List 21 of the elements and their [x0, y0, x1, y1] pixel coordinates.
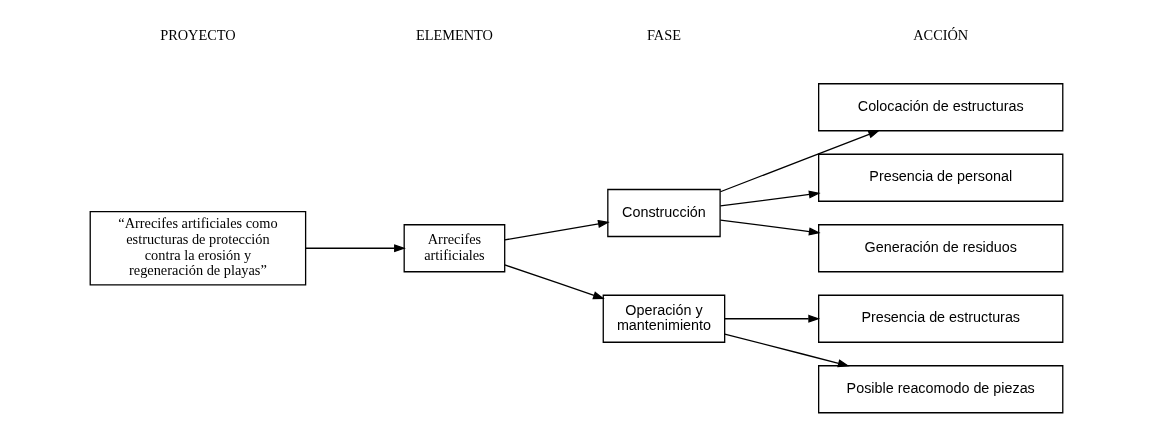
arrow	[724, 314, 821, 323]
node-box: Colocación de estructuras	[818, 83, 1064, 132]
node-box: Generación de residuos	[818, 224, 1064, 273]
node-box: “Arrecifes artificiales como estructuras de protección contra la erosión y regeneración de playas”	[89, 211, 307, 286]
arrow	[504, 219, 610, 241]
node-box: Construcción	[607, 188, 721, 238]
node-box: Presencia de personal	[818, 153, 1064, 202]
node-box: Posible reacomodo de piezas	[818, 365, 1064, 414]
arrow	[719, 190, 821, 207]
arrow	[719, 219, 821, 236]
arrow	[504, 264, 605, 300]
label: PROYECTO	[160, 27, 236, 44]
node-box: Presencia de estructuras	[818, 294, 1064, 343]
label: FASE	[646, 27, 681, 44]
arrow	[305, 244, 406, 253]
node-box: Operación y mantenimiento	[602, 294, 726, 343]
label: ACCIÓN	[913, 27, 969, 44]
arrow	[719, 130, 880, 193]
node-box: Arrecifes artificiales	[403, 224, 506, 273]
label: ELEMENTO	[415, 27, 493, 44]
arrow	[724, 333, 850, 368]
